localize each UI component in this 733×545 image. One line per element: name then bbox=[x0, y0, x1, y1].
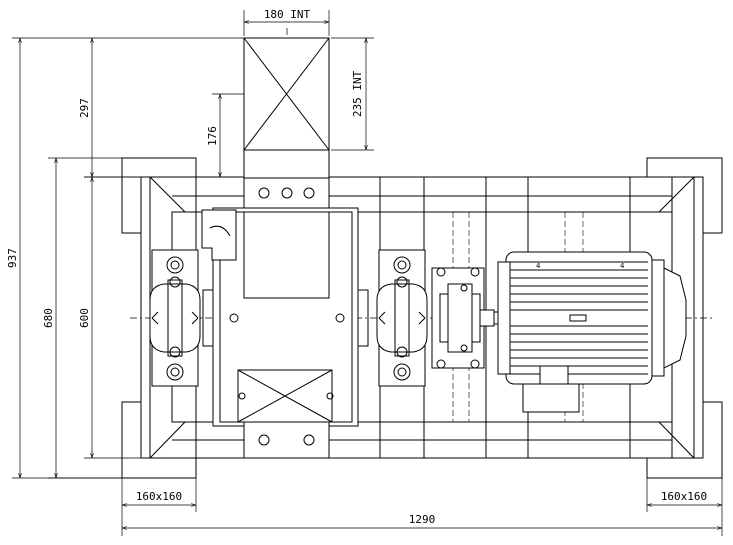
dim-label-180-int: 180 INT bbox=[264, 8, 311, 21]
dim-label-297: 297 bbox=[78, 98, 91, 118]
electric-motor: 4 4 bbox=[497, 251, 687, 413]
dim-label-235-int: 235 INT bbox=[351, 70, 364, 117]
fan-housing bbox=[201, 207, 369, 459]
svg-text:4: 4 bbox=[536, 262, 541, 270]
dim-label-1290: 1290 bbox=[409, 513, 436, 526]
dim-inner-height: 600 bbox=[78, 176, 141, 459]
dim-label-pad-right: 160x160 bbox=[661, 490, 707, 503]
dim-pad-right: 160x160 bbox=[646, 478, 723, 512]
right-bearing bbox=[376, 249, 428, 387]
dim-duct-height: 235 INT bbox=[331, 37, 374, 151]
dim-pad-left: 160x160 bbox=[121, 478, 197, 512]
dim-upper-offset: 297 bbox=[78, 37, 244, 178]
dim-duct-offset: 176 bbox=[206, 93, 244, 178]
left-bearing bbox=[149, 249, 201, 387]
dim-label-600: 600 bbox=[78, 308, 91, 328]
dim-label-937: 937 bbox=[6, 248, 19, 268]
coupling bbox=[431, 267, 507, 369]
dim-overall-height: 937 bbox=[6, 37, 122, 479]
dim-label-176: 176 bbox=[206, 126, 219, 146]
inlet-duct bbox=[243, 37, 330, 209]
dim-label-pad-left: 160x160 bbox=[136, 490, 182, 503]
dim-top-width: 180 INT bbox=[243, 8, 330, 36]
dim-overall-length: 1290 bbox=[121, 512, 723, 536]
dim-frame-height: 680 bbox=[42, 157, 122, 479]
svg-text:4: 4 bbox=[620, 262, 625, 270]
dim-label-680: 680 bbox=[42, 308, 55, 328]
